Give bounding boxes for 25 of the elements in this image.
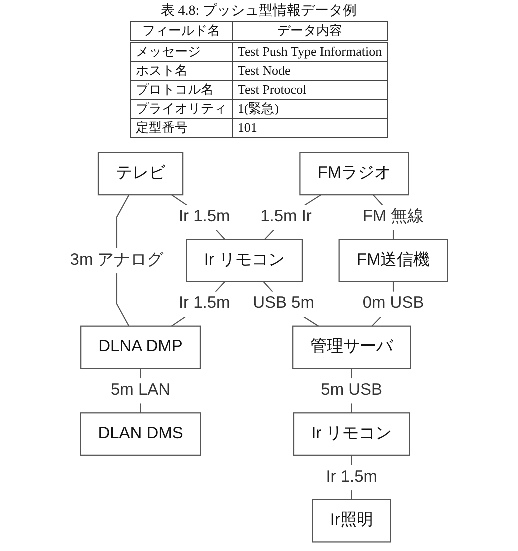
table-cell: プロトコル名 (130, 80, 232, 100)
table-cell: Test Push Type Information (232, 42, 388, 62)
device-box: DLNA DMP (80, 326, 202, 370)
device-box: DLAN DMS (80, 412, 202, 456)
device-box: Ir照明 (312, 499, 392, 543)
table-cell: 定型番号 (130, 118, 232, 138)
edge-label: FM 無線 (362, 204, 424, 230)
device-box: Ir リモコン (186, 239, 303, 282)
table-cell: メッセージ (130, 42, 232, 62)
edge-label: Ir 1.5m (178, 204, 230, 230)
edge-label: 3m アナログ (70, 248, 164, 274)
table-cell: ホスト名 (130, 62, 232, 80)
device-box: FM送信機 (338, 239, 448, 282)
device-box: テレビ (98, 152, 184, 196)
table-cell: 101 (232, 118, 388, 138)
device-box: 管理サーバ (292, 326, 412, 370)
device-box: FMラジオ (300, 152, 410, 196)
table-cell: Test Node (232, 62, 388, 80)
table-cell: 1(緊急) (232, 100, 388, 118)
device-box: Ir リモコン (293, 412, 410, 456)
table-header-cell: フィールド名 (130, 22, 232, 42)
table-header-cell: データ内容 (232, 22, 388, 42)
table-cell: Test Protocol (232, 80, 388, 100)
table-cell: プライオリティ (130, 100, 232, 118)
table-title: 表 4.8: プッシュ型情報データ例 (160, 3, 358, 20)
